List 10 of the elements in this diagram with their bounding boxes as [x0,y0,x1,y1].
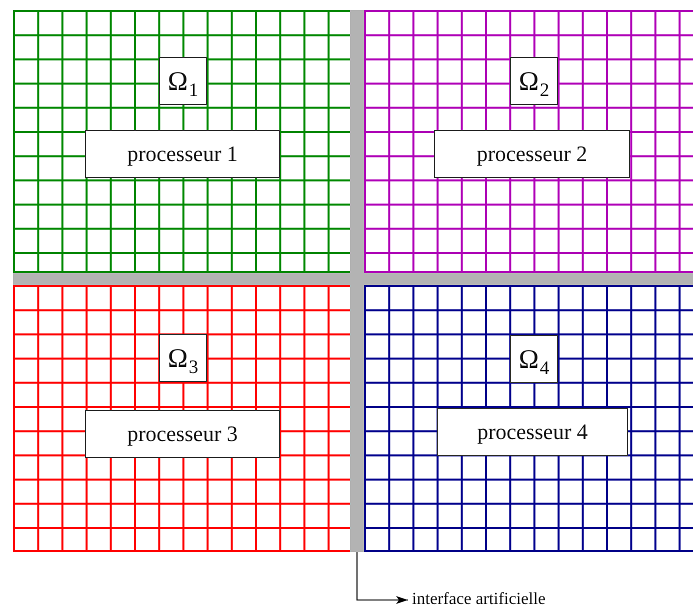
subdomain-label: Ω$_{3}$ [159,334,207,382]
subdomain-label: Ω$_{4}$ [510,335,558,383]
processor-label: processeur 3 [85,410,280,458]
subdomain-label: Ω$_{2}$ [510,57,558,105]
annotation-text: interface artificielle [412,589,592,611]
processor-label: processeur 1 [85,130,280,178]
processor-label: processeur 2 [434,130,630,178]
leader-arrow [356,552,408,604]
processor-label: processeur 4 [437,408,628,456]
subdomain-label: Ω$_{1}$ [159,57,207,105]
